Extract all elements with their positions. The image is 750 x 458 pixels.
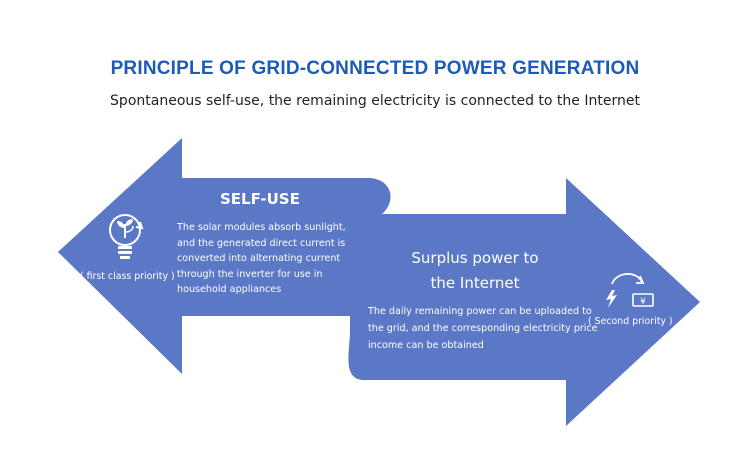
self-use-arrow	[58, 138, 391, 374]
self-use-heading: SELF-USE	[220, 190, 300, 208]
surplus-description: The daily remaining power can be uploade…	[368, 306, 598, 351]
page-title: PRINCIPLE OF GRID-CONNECTED POWER GENERA…	[110, 58, 640, 79]
page-subtitle: Spontaneous self-use, the remaining elec…	[110, 93, 640, 109]
svg-text:¥: ¥	[640, 297, 646, 307]
surplus-heading-line1: Surplus power to	[411, 249, 539, 267]
surplus-heading: Surplus power to the Internet	[400, 246, 550, 296]
surplus-arrow	[348, 178, 700, 426]
self-use-priority: ( first class priority )	[80, 271, 175, 282]
lightbulb-plant-icon	[109, 214, 144, 259]
surplus-priority: ( Second priority )	[588, 316, 673, 327]
self-use-description: The solar modules absorb sunlight, and t…	[177, 222, 346, 295]
power-to-money-cycle-icon: ¥	[606, 273, 654, 308]
surplus-heading-line2: the Internet	[430, 274, 520, 292]
